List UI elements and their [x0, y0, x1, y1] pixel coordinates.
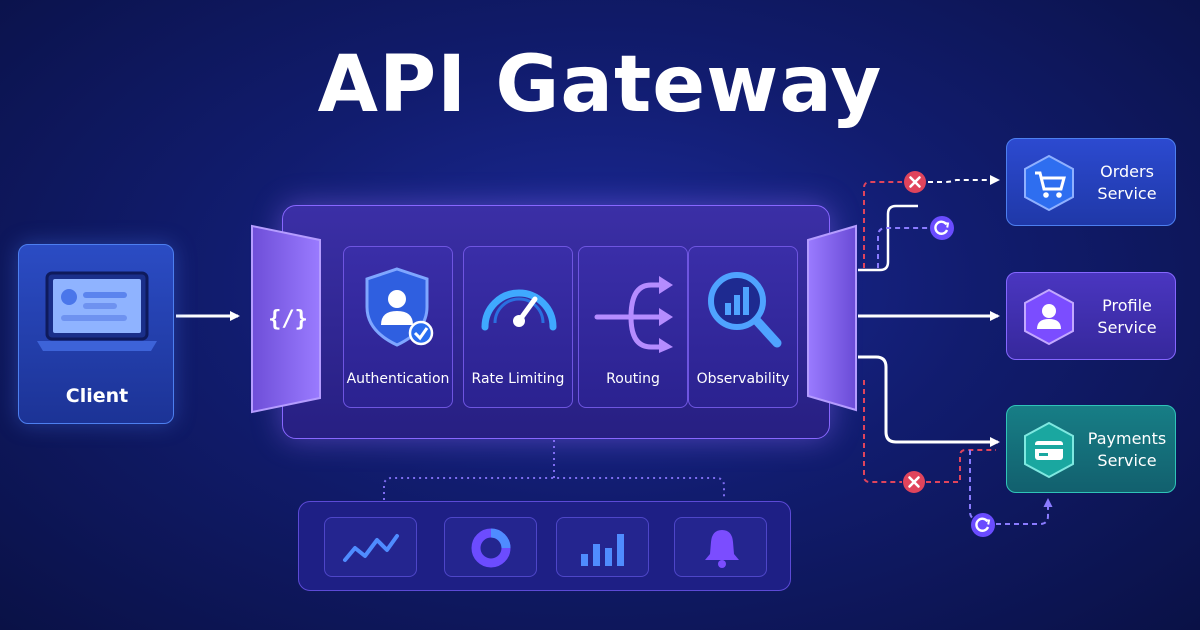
- speedometer-icon: [481, 289, 557, 331]
- shield-user-icon: [365, 267, 434, 347]
- service-name: Payments: [1087, 429, 1167, 448]
- retry-path-payments: [969, 450, 1053, 525]
- module-routing: Routing: [578, 246, 688, 408]
- metric-tile: [556, 517, 649, 577]
- module-label: Routing: [606, 371, 660, 387]
- retry-path-orders: [877, 175, 1000, 268]
- retry-icon: [971, 513, 995, 537]
- module-observability: Observability: [688, 246, 798, 408]
- observability-panel: [298, 501, 791, 591]
- module-rate-limiting: Rate Limiting: [463, 246, 573, 408]
- module-label: Observability: [696, 371, 790, 387]
- code-symbol: {/}: [268, 307, 308, 332]
- metric-tile: [674, 517, 767, 577]
- service-label: Payments Service: [1079, 406, 1175, 494]
- user-icon: [1024, 288, 1074, 346]
- module-label: Authentication: [346, 371, 450, 387]
- page-title: API Gateway: [317, 40, 883, 130]
- service-name: Orders: [1100, 162, 1154, 181]
- gateway-exit-door: [807, 224, 857, 412]
- bar-chart-icon: [581, 534, 624, 566]
- donut-chart-icon: [471, 528, 511, 568]
- magnifier-chart-icon: [708, 272, 782, 348]
- service-label: Profile Service: [1079, 273, 1175, 361]
- client-label: Client: [65, 385, 129, 407]
- error-x-icon: [903, 471, 925, 493]
- client-box: Client: [18, 244, 174, 424]
- service-name: Profile: [1102, 296, 1152, 315]
- service-suffix: Service: [1097, 184, 1157, 203]
- payments-service-box: Payments Service: [1006, 405, 1176, 493]
- metric-tile: [324, 517, 417, 577]
- route-to-orders: [858, 204, 918, 272]
- gateway-entry-door: {/}: [251, 224, 321, 414]
- shopping-cart-icon: [1024, 154, 1074, 212]
- service-label: Orders Service: [1079, 139, 1175, 227]
- gateway-to-observability-link: [383, 440, 725, 500]
- metric-tile: [444, 517, 537, 577]
- orders-service-box: Orders Service: [1006, 138, 1176, 226]
- service-suffix: Service: [1097, 451, 1157, 470]
- service-suffix: Service: [1097, 318, 1157, 337]
- laptop-icon: [37, 271, 157, 351]
- module-label: Rate Limiting: [471, 371, 565, 387]
- module-authentication: Authentication: [343, 246, 453, 408]
- failed-request-orders: [863, 181, 902, 268]
- bell-icon: [705, 530, 739, 568]
- credit-card-icon: [1024, 421, 1074, 479]
- failed-request-payments: [863, 380, 996, 483]
- routing-arrows-icon: [594, 276, 673, 353]
- error-x-icon: [904, 171, 926, 193]
- retry-icon: [930, 216, 954, 240]
- line-chart-icon: [343, 534, 399, 562]
- route-to-payments: [858, 355, 1000, 447]
- profile-service-box: Profile Service: [1006, 272, 1176, 360]
